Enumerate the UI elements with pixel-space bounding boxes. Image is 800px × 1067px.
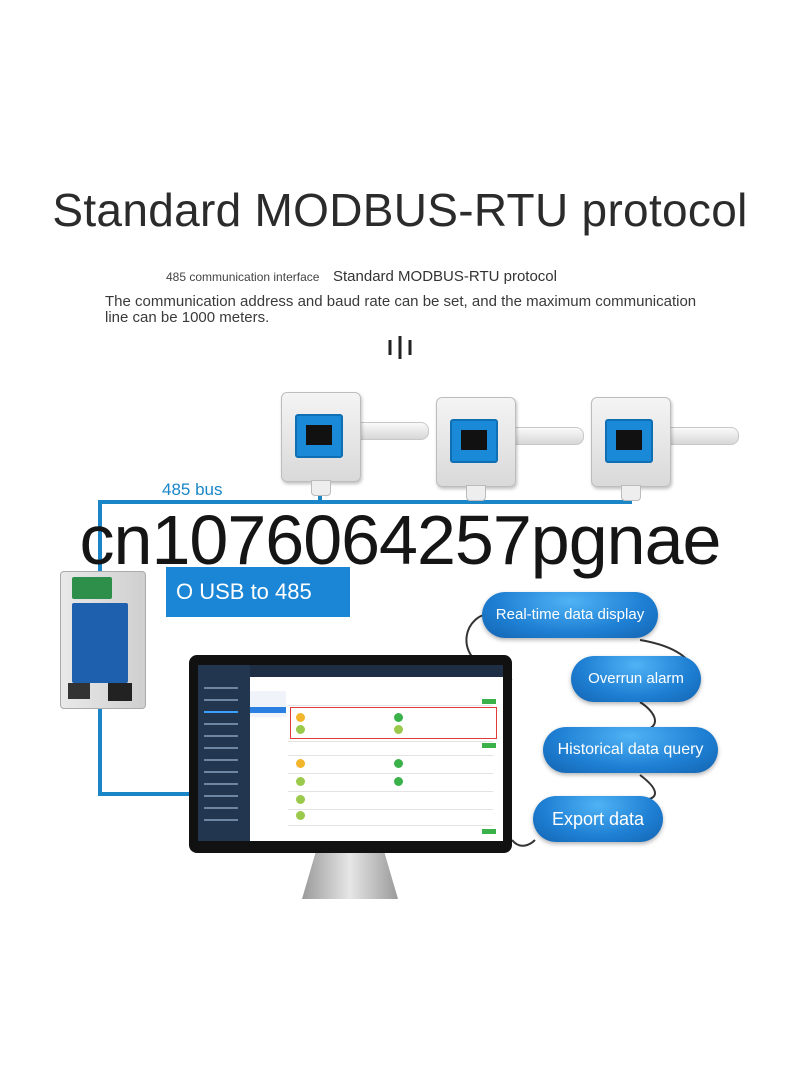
feature-historical-query: Historical data query xyxy=(543,727,718,773)
feature-export-data: Export data xyxy=(533,796,663,842)
subtitle-large: Standard MODBUS-RTU protocol xyxy=(333,268,557,285)
usb-cable-line xyxy=(98,706,190,796)
page-title: Standard MODBUS-RTU protocol xyxy=(52,184,748,236)
feature-overrun-alarm: Overrun alarm xyxy=(571,656,701,702)
usb-to-485-callout: O USB to 485 xyxy=(166,567,350,617)
alarm-highlight xyxy=(290,707,497,739)
usb-485-converter xyxy=(60,571,146,709)
bus-label: 485 bus xyxy=(162,480,223,499)
monitor-stand xyxy=(302,853,398,899)
feature-connector-5 xyxy=(511,839,536,847)
software-screen xyxy=(198,665,503,841)
signal-icon xyxy=(388,336,412,359)
description-text: The communication address and baud rate … xyxy=(105,293,697,326)
feature-realtime-display: Real-time data display xyxy=(482,592,658,638)
subtitle-small: 485 communication interface xyxy=(166,270,320,284)
app-sidebar xyxy=(198,665,250,841)
watermark: cn1076064257pgnae xyxy=(79,501,722,579)
app-topbar xyxy=(198,665,503,677)
monitor xyxy=(189,655,512,853)
feature-connector-3 xyxy=(639,701,656,731)
